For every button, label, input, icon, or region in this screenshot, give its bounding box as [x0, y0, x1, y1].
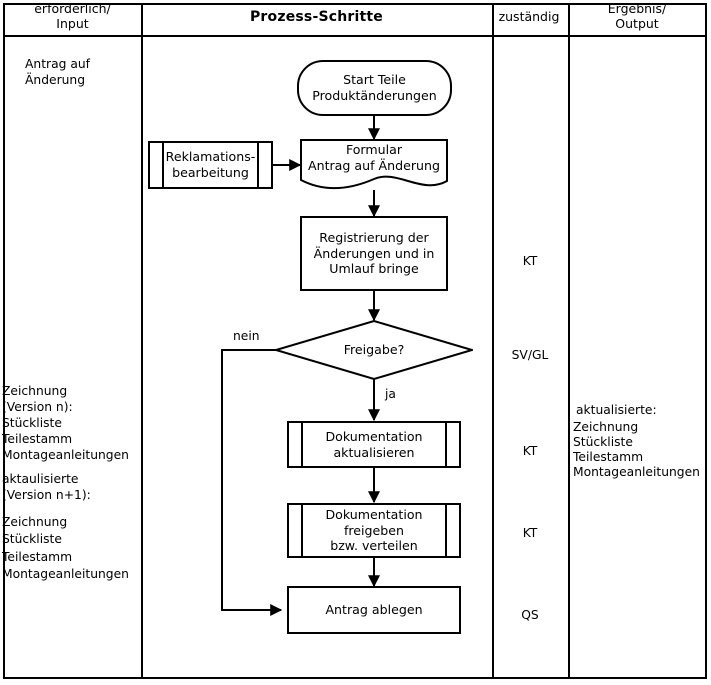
responsible-file-request: QS — [521, 608, 539, 622]
node-antrag-ablegen[interactable]: Antrag ablegen — [287, 586, 461, 634]
output-items: Zeichnung Stückliste Teilestamm Montagea… — [573, 420, 700, 479]
node-start[interactable]: Start Teile Produktänderungen — [297, 60, 452, 116]
output-title: aktualisierte: — [576, 403, 657, 417]
header-divider — [5, 35, 705, 37]
node-start-label: Start Teile Produktänderungen — [312, 72, 437, 103]
node-antrag-ablegen-label: Antrag ablegen — [325, 602, 423, 618]
column-divider-responsible — [568, 5, 570, 677]
header-output: Ergebnis/ Output — [607, 1, 667, 31]
header-process: Prozess-Schritte — [249, 8, 384, 25]
node-formular[interactable]: Formular Antrag auf Änderung — [300, 139, 448, 191]
responsible-registration: KT — [522, 254, 538, 268]
node-freigabe-label: Freigabe? — [343, 342, 405, 358]
predef-bar-left — [301, 505, 303, 556]
node-freigabe[interactable]: Freigabe? — [275, 320, 473, 380]
responsible-decision: SV/GL — [511, 348, 549, 362]
node-registrierung[interactable]: Registrierung der Änderungen und in Umla… — [300, 216, 448, 291]
node-reklamationsbearbeitung-label: Reklamations- bearbeitung — [165, 149, 256, 180]
header-input: erforderlich/ Input — [34, 1, 111, 31]
input-version-n1-items: Zeichnung Stückliste Teilestamm Montagea… — [2, 515, 129, 582]
responsible-release-doc: KT — [522, 526, 538, 540]
input-version-n1-title: aktaulisierte (Version n+1): — [2, 472, 91, 502]
predef-bar-left — [301, 423, 303, 466]
predef-bar-left — [162, 143, 164, 187]
predef-bar-right — [257, 143, 259, 187]
column-divider-input — [141, 5, 143, 677]
node-registrierung-label: Registrierung der Änderungen und in Umla… — [313, 229, 435, 277]
header-responsible: zuständig — [498, 8, 560, 24]
decision-shape — [275, 320, 473, 380]
column-divider-process — [492, 5, 494, 677]
predef-bar-right — [445, 505, 447, 556]
input-top-note: Antrag auf Änderung — [25, 57, 90, 87]
document-shape — [300, 139, 448, 190]
node-reklamationsbearbeitung[interactable]: Reklamations- bearbeitung — [148, 141, 273, 189]
node-dokumentation-freigeben[interactable]: Dokumentation freigeben bzw. verteilen — [287, 503, 461, 558]
edge-label-ja: ja — [385, 387, 396, 401]
node-dokumentation-aktualisieren-label: Dokumentation aktualisieren — [325, 428, 423, 460]
node-dokumentation-freigeben-label: Dokumentation freigeben bzw. verteilen — [325, 506, 423, 554]
edge-label-nein: nein — [233, 329, 260, 343]
responsible-update-doc: KT — [522, 444, 538, 458]
predef-bar-right — [445, 423, 447, 466]
node-formular-label: Formular Antrag auf Änderung — [307, 142, 441, 173]
table-frame — [3, 3, 707, 679]
input-version-n: Zeichnung (Version n): Stückliste Teiles… — [2, 384, 129, 462]
node-dokumentation-aktualisieren[interactable]: Dokumentation aktualisieren — [287, 421, 461, 468]
